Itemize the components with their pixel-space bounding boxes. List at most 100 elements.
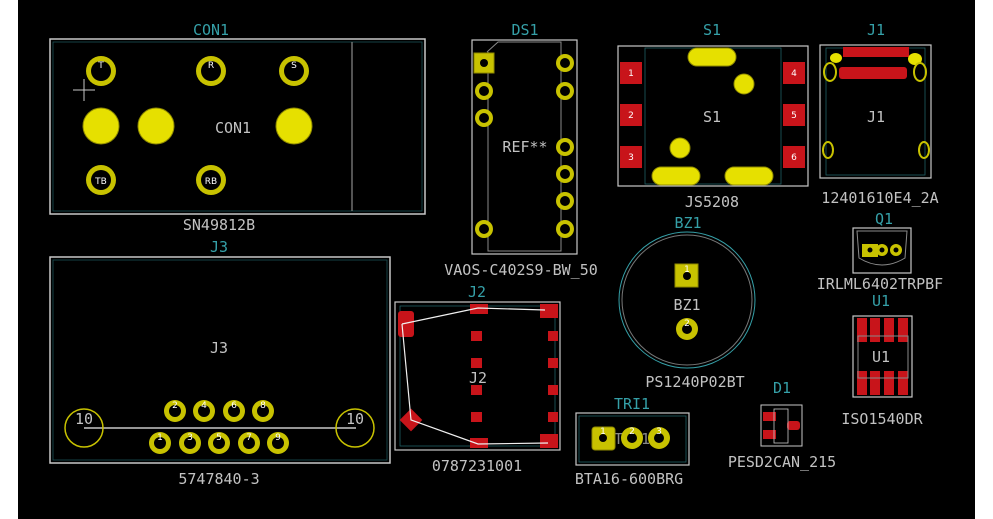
- j1-silkscreen-outline: [819, 44, 932, 179]
- j1-reference: J1: [867, 21, 885, 39]
- j1-mount-pads[interactable]: [822, 53, 930, 159]
- d1-silkscreen-outline: [760, 404, 803, 447]
- tri1-pads[interactable]: 1 2 3: [591, 426, 670, 451]
- pcb-canvas[interactable]: CON1 T R S CON1 TB RB SN49812B: [18, 0, 975, 519]
- j3-courtyard: [52, 259, 388, 461]
- j3-mount-pads[interactable]: 10 10: [64, 408, 375, 448]
- j2-track-bottom: [401, 323, 549, 445]
- d1-value: PESD2CAN_215: [728, 453, 836, 471]
- con1-pad-t[interactable]: T: [86, 56, 116, 86]
- svg-text:2: 2: [629, 427, 635, 437]
- footprint-bz1[interactable]: BZ1 1 2 BZ1 PS1240P02BT: [618, 214, 756, 391]
- con1-pad-r[interactable]: R: [196, 56, 226, 86]
- q1-reference: Q1: [875, 210, 893, 228]
- bz1-value: PS1240P02BT: [645, 373, 744, 391]
- footprint-con1[interactable]: CON1 T R S CON1 TB RB SN49812B: [49, 21, 426, 234]
- u1-center-ref: U1: [872, 348, 890, 366]
- footprint-j2[interactable]: J2 J2 0787231001: [394, 283, 561, 475]
- con1-mount-hole-2[interactable]: [137, 107, 175, 145]
- j2-track-top: [401, 307, 546, 325]
- s1-center-ref: S1: [703, 108, 721, 126]
- d1-reference: D1: [773, 379, 791, 397]
- s1-pads-smd[interactable]: 1 2 3 4 5 6: [620, 62, 805, 168]
- ds1-center-ref: REF**: [502, 138, 547, 156]
- u1-value: ISO1540DR: [841, 410, 923, 428]
- j1-value: 12401610E4_2A: [821, 189, 938, 207]
- con1-reference: CON1: [193, 21, 229, 39]
- svg-text:2: 2: [172, 401, 178, 411]
- u1-body-outline: [857, 335, 909, 379]
- j2-reference: J2: [468, 283, 486, 301]
- s1-mount-pads[interactable]: [651, 47, 774, 186]
- footprint-tri1[interactable]: TRI1 TRI1 1 2 3 BTA16-600BRG: [575, 395, 690, 488]
- con1-mount-hole-3[interactable]: [275, 107, 313, 145]
- ds1-pads-left[interactable]: [475, 82, 493, 238]
- svg-text:4: 4: [201, 401, 207, 411]
- svg-text:5: 5: [216, 433, 222, 443]
- u1-reference: U1: [872, 292, 890, 310]
- svg-text:6: 6: [791, 153, 797, 163]
- j2-silkscreen-outline: [394, 301, 561, 451]
- svg-text:2: 2: [684, 319, 690, 329]
- con1-courtyard: [52, 41, 423, 212]
- con1-mount-hole-1[interactable]: [82, 107, 120, 145]
- svg-text:1: 1: [600, 427, 606, 437]
- svg-text:5: 5: [791, 111, 797, 121]
- bz1-courtyard: [618, 231, 756, 369]
- con1-value: SN49812B: [183, 216, 255, 234]
- j2-value: 0787231001: [432, 457, 522, 475]
- con1-pad-s[interactable]: S: [279, 56, 309, 86]
- q1-value: IRLML6402TRPBF: [817, 275, 943, 293]
- footprint-s1[interactable]: S1 1 2 3 4 5 6 S1 JS5208: [617, 21, 809, 211]
- tri1-value: BTA16-600BRG: [575, 470, 683, 488]
- bz1-pad-2[interactable]: 2: [676, 318, 698, 340]
- j3-pads-top[interactable]: 2 4 6 8: [164, 400, 274, 422]
- footprint-u1[interactable]: U1 U1 ISO1540DR: [841, 292, 923, 428]
- bz1-pad-1[interactable]: 1: [674, 263, 699, 288]
- svg-text:RB: RB: [205, 177, 217, 187]
- ds1-value: VAOS-C402S9-BW_50: [444, 261, 598, 279]
- svg-text:1: 1: [157, 433, 163, 443]
- con1-pad-tb[interactable]: TB: [86, 165, 116, 195]
- u1-silkscreen-outline: [852, 315, 913, 398]
- svg-text:T: T: [97, 61, 104, 71]
- u1-pads-smd[interactable]: [857, 318, 908, 395]
- svg-text:2: 2: [628, 111, 634, 121]
- j1-pads-smd[interactable]: [839, 47, 909, 79]
- svg-text:3: 3: [656, 427, 662, 437]
- j2-pads-smd[interactable]: [398, 304, 558, 448]
- tri1-courtyard: [578, 415, 687, 463]
- footprint-j3[interactable]: J3 J3 10 10 2 4 6 8 1 3 5: [49, 238, 391, 488]
- tri1-silkscreen-outline: [575, 412, 690, 466]
- j3-pads-bottom[interactable]: 1 3 5 7 9: [149, 432, 289, 454]
- s1-silkscreen-outline: [617, 45, 809, 187]
- footprint-j1[interactable]: J1 J1 12401610E4_2A: [819, 21, 939, 207]
- j3-reference: J3: [210, 238, 228, 256]
- q1-silkscreen-outline: [852, 227, 912, 274]
- svg-text:R: R: [208, 61, 214, 71]
- q1-pads[interactable]: [862, 244, 902, 257]
- footprint-q1[interactable]: Q1 IRLML6402TRPBF: [817, 210, 943, 293]
- svg-text:4: 4: [791, 69, 797, 79]
- footprint-ds1[interactable]: DS1 REF** VAOS-C402S9-BW_50: [444, 21, 598, 279]
- con1-center-ref: CON1: [215, 119, 251, 137]
- svg-text:9: 9: [275, 433, 281, 443]
- s1-reference: S1: [703, 21, 721, 39]
- j3-silkscreen-outline: [49, 256, 391, 464]
- d1-body-outline: [773, 408, 789, 444]
- ds1-pad-1[interactable]: [473, 52, 495, 74]
- bz1-center-ref: BZ1: [673, 296, 700, 314]
- ds1-reference: DS1: [511, 21, 538, 39]
- svg-text:1: 1: [684, 265, 690, 275]
- footprint-d1[interactable]: D1 PESD2CAN_215: [728, 379, 836, 471]
- d1-pads-smd[interactable]: [763, 412, 800, 439]
- svg-text:7: 7: [246, 433, 252, 443]
- svg-text:3: 3: [187, 433, 193, 443]
- svg-text:10: 10: [75, 410, 93, 428]
- j3-value: 5747840-3: [178, 470, 259, 488]
- con1-pad-rb[interactable]: RB: [196, 165, 226, 195]
- svg-text:8: 8: [260, 401, 266, 411]
- j3-center-ref: J3: [210, 339, 228, 357]
- ds1-pads-right[interactable]: [556, 54, 574, 238]
- con1-silkscreen-outline: [49, 38, 426, 215]
